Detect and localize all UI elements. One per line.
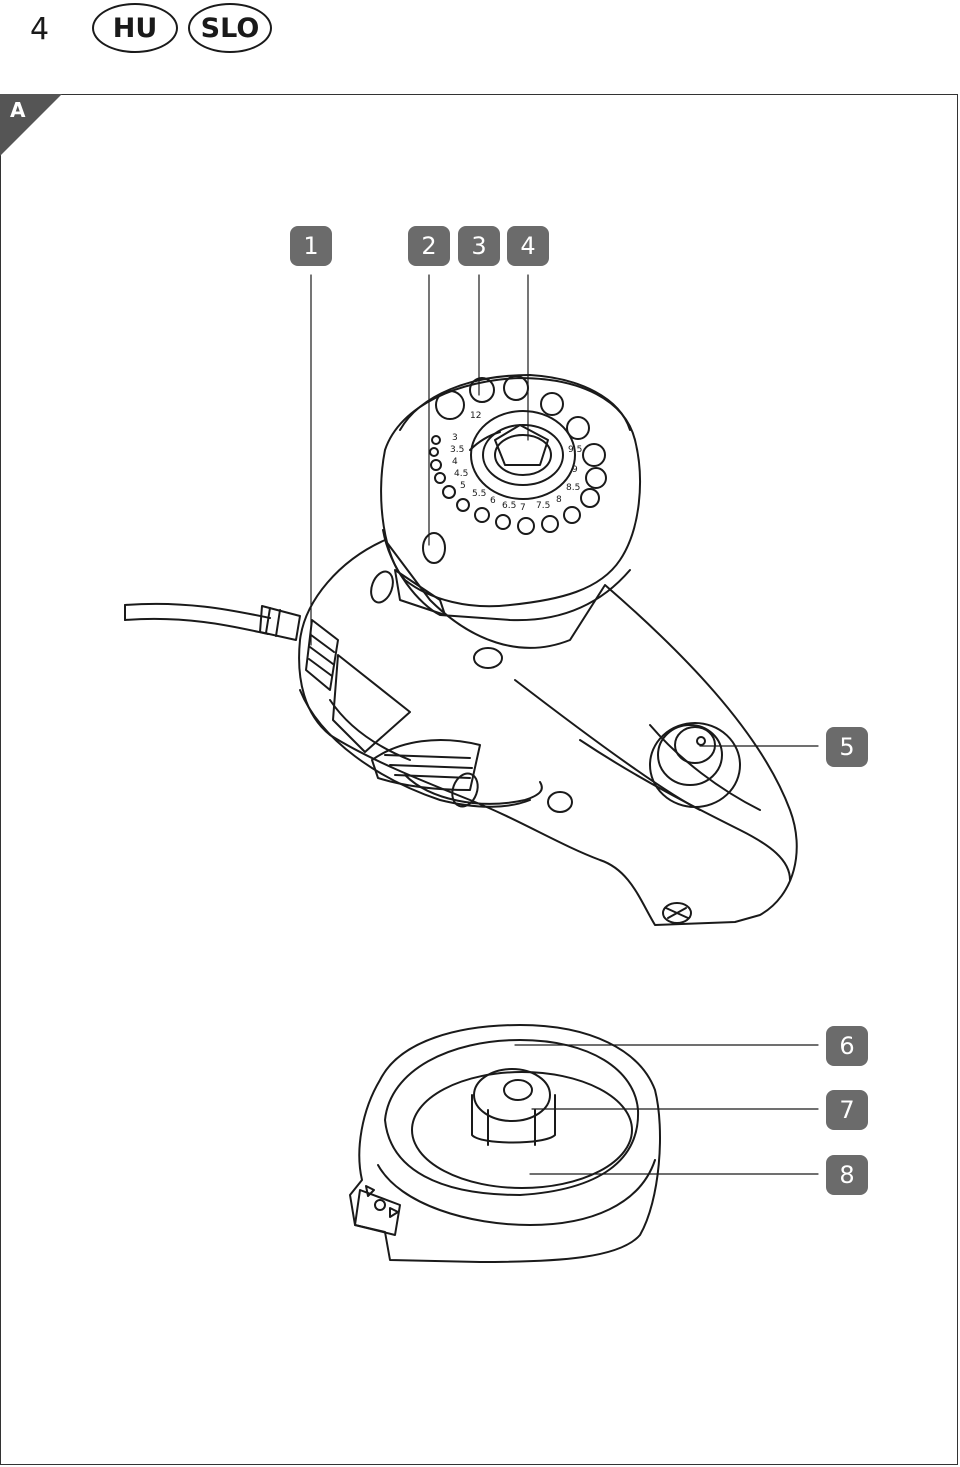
callout-1: 1: [290, 226, 332, 266]
callout-8: 8: [826, 1155, 868, 1195]
dial-label: 4.5: [454, 469, 468, 479]
dial-scale: 12 3 3.5 4 4.5 5 5.5 6 6.5 7 7.5 8 8.5 9…: [450, 411, 582, 513]
page-number: 4: [30, 12, 50, 47]
dial-label: 9.5: [568, 445, 582, 455]
device-body: [298, 539, 798, 926]
dial-label: 5.5: [472, 489, 486, 499]
dial-label: 8: [556, 495, 562, 505]
dial-label: 3.5: [450, 445, 464, 455]
dial-label: 3: [452, 433, 458, 443]
dial-label: 7: [520, 503, 526, 513]
dial-label: 4: [452, 457, 458, 467]
dial-label: 5: [460, 481, 466, 491]
callout-3: 3: [458, 226, 500, 266]
dial-label: 12: [470, 411, 481, 421]
dial-label: 8.5: [566, 483, 580, 493]
on-off-switch: [649, 722, 741, 808]
figure-label: A: [10, 98, 26, 122]
dial-label: 6: [490, 496, 496, 506]
dial-housing: [380, 374, 641, 622]
power-cable: [124, 602, 301, 641]
language-badge-hu: HU: [92, 3, 178, 53]
dial-label: 9: [572, 465, 578, 475]
callout-6: 6: [826, 1026, 868, 1066]
figure-frame: [0, 94, 958, 1465]
callout-5: 5: [826, 727, 868, 767]
language-badge-slo: SLO: [188, 3, 272, 53]
callout-2: 2: [408, 226, 450, 266]
dial-label: 7.5: [536, 501, 550, 511]
callout-7: 7: [826, 1090, 868, 1130]
callout-4: 4: [507, 226, 549, 266]
grinding-wheel-assembly: [349, 1024, 661, 1263]
dial-label: 6.5: [502, 501, 516, 511]
